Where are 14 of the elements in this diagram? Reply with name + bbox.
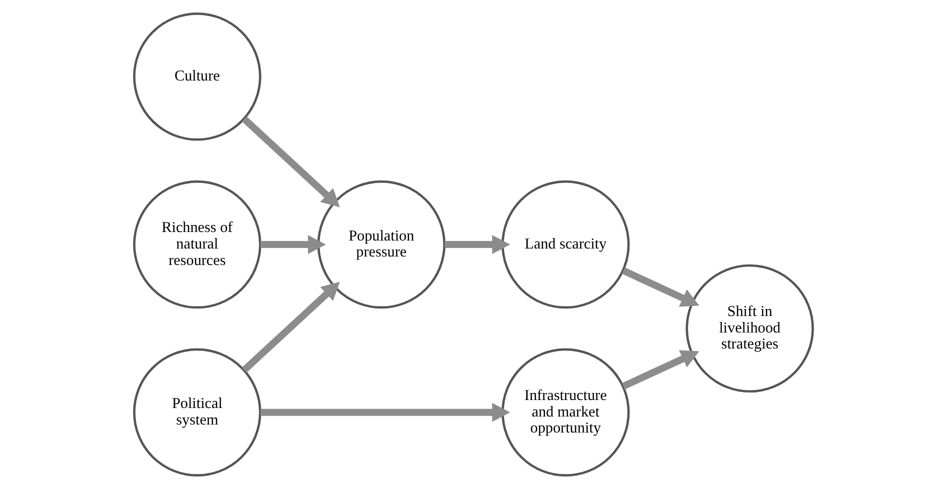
node-circle: Culture xyxy=(132,12,261,140)
arrow xyxy=(241,281,340,372)
node-circle: Population pressure xyxy=(316,180,446,308)
arrow xyxy=(444,234,510,254)
node-circle: Land scarcity xyxy=(500,180,630,308)
arrow xyxy=(621,350,699,389)
node-circle: Infrastructure and market opportunity xyxy=(500,348,630,476)
node-circle: Shift in livelihood strategies xyxy=(685,264,814,392)
arrow xyxy=(260,402,510,422)
arrow xyxy=(260,234,326,254)
node-circle: Political system xyxy=(132,348,261,476)
arrow xyxy=(621,266,699,306)
arrow xyxy=(241,116,340,207)
node-circle: Richness of natural resources xyxy=(132,180,261,308)
